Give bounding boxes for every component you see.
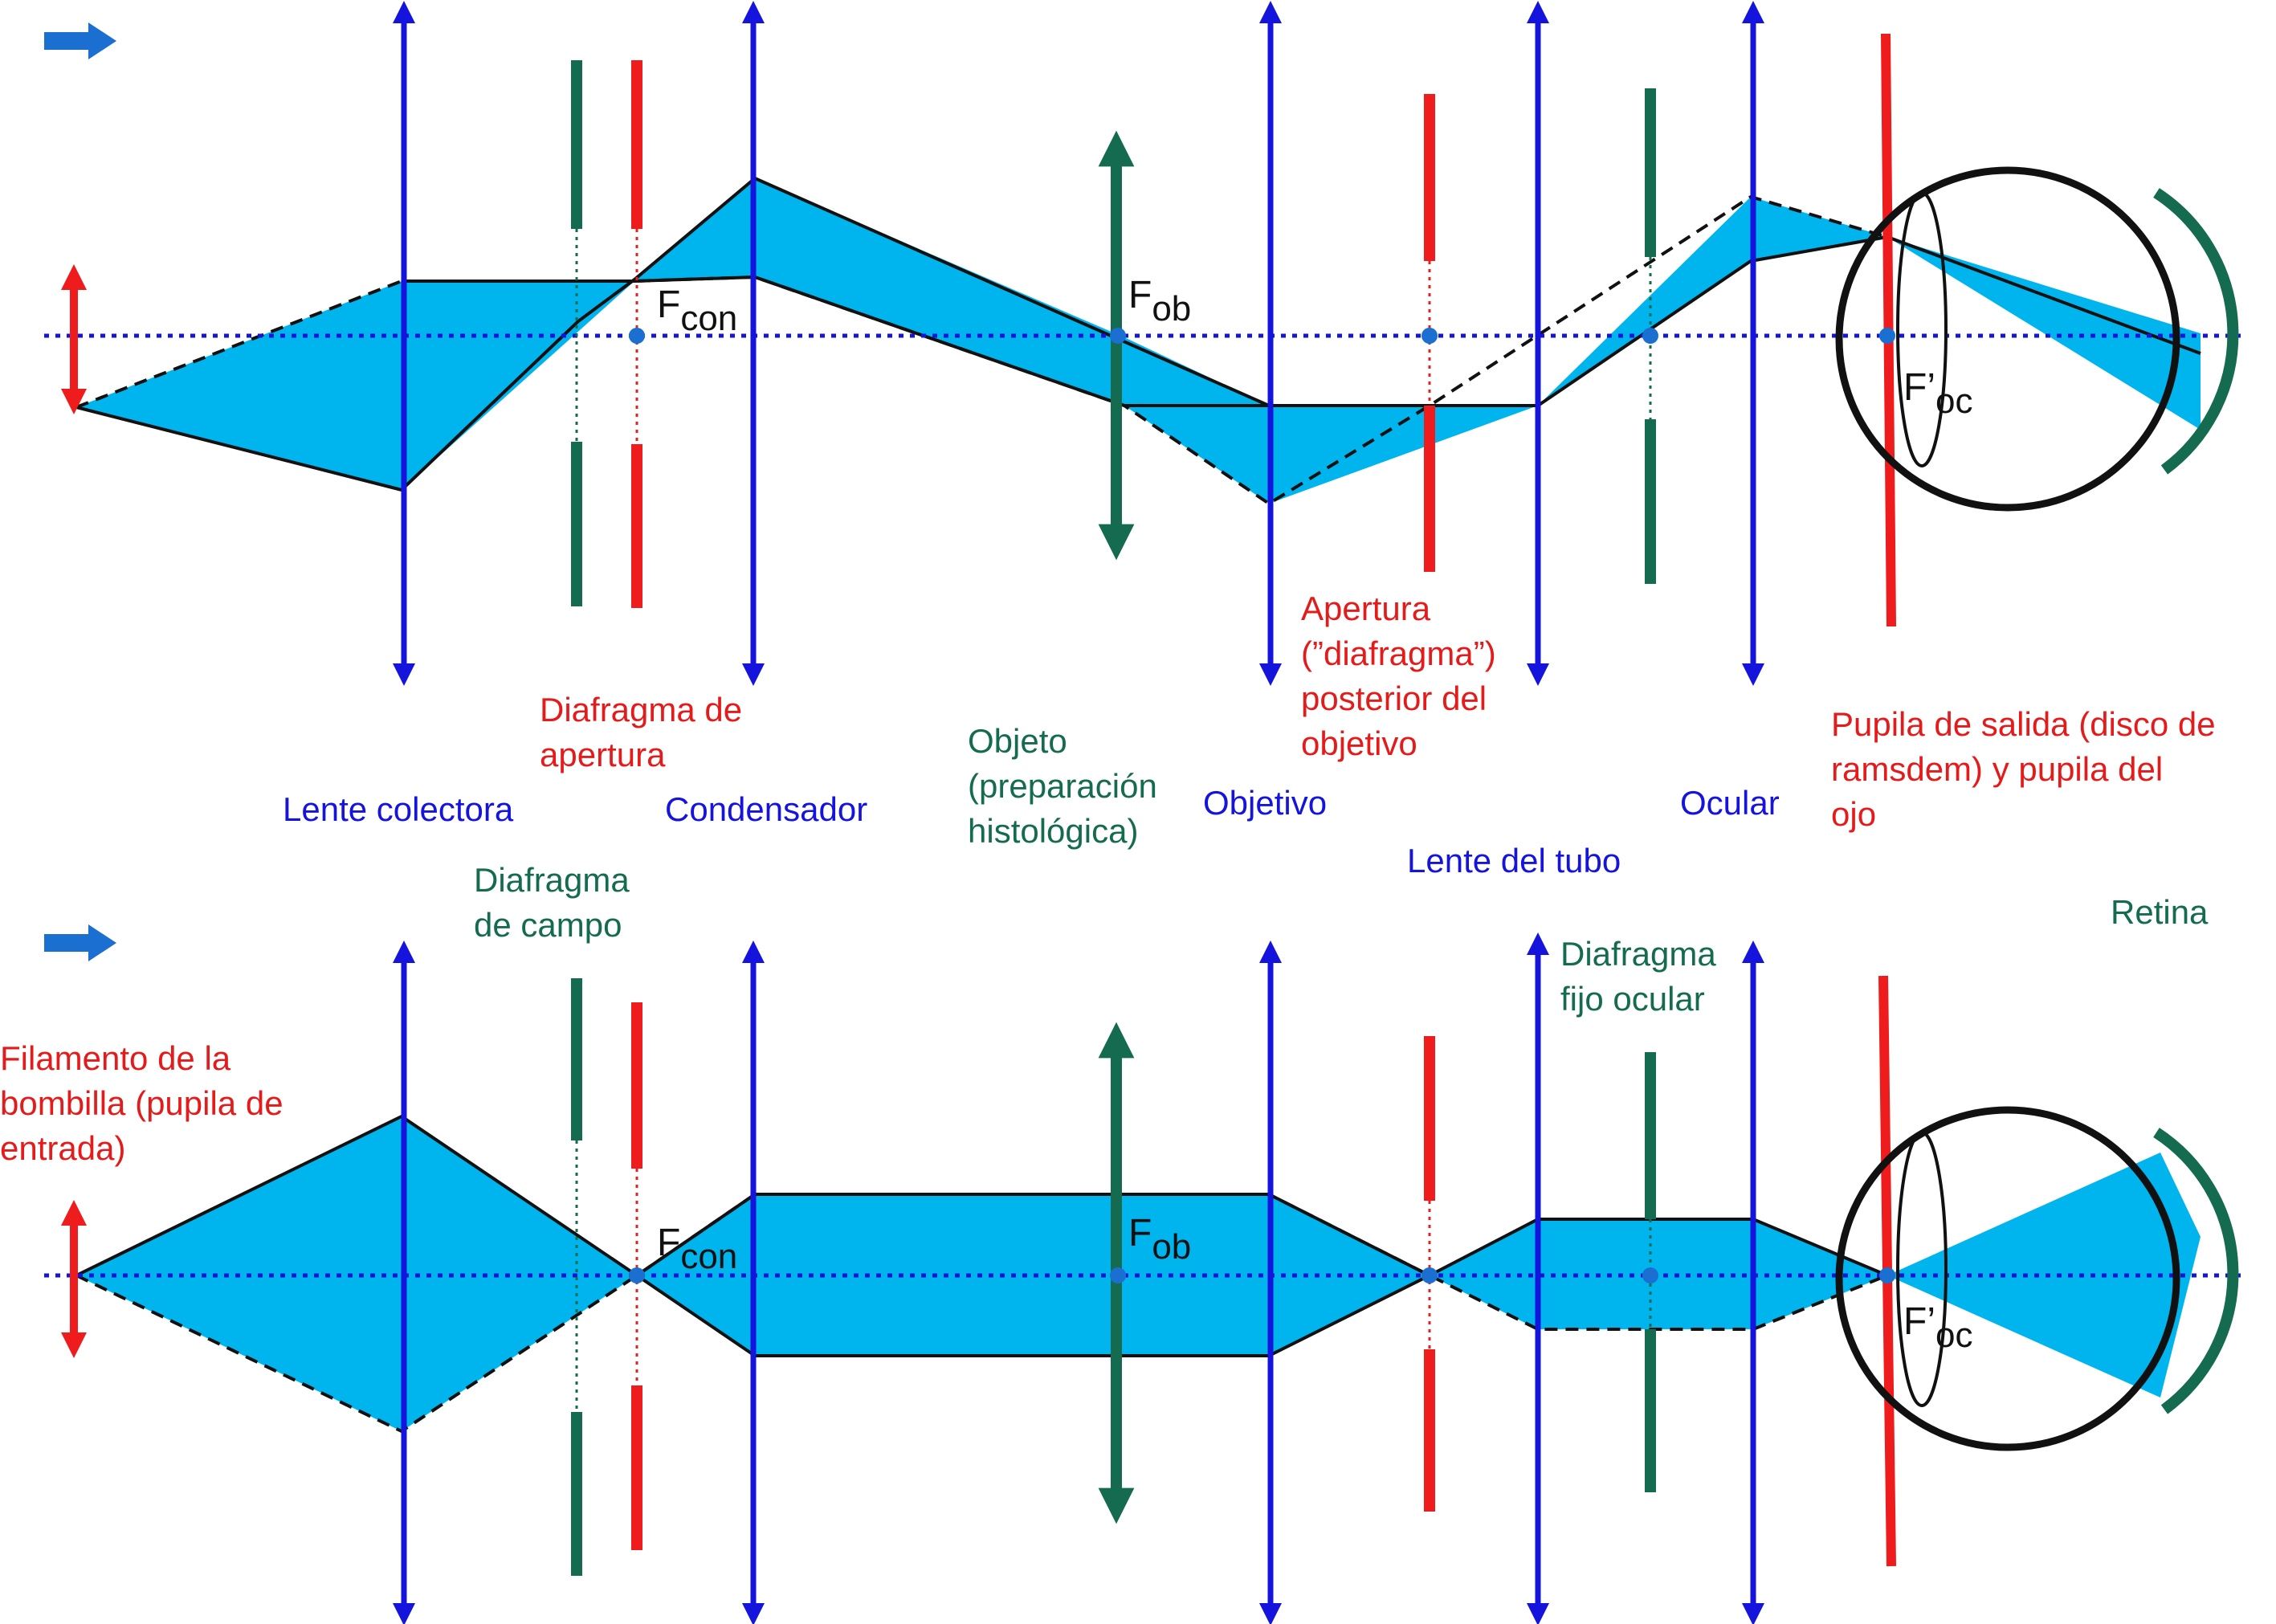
focal-label-fob-top: Fob: [1128, 274, 1192, 328]
top-panel: [44, 0, 2241, 686]
label-retina: Retina: [2111, 893, 2209, 931]
eye-globe-top: [1835, 166, 2180, 512]
focal-label-foc-bottom: F’oc: [1903, 1300, 1973, 1355]
focus-point-ob-top: [1110, 328, 1126, 344]
beam-edge-solid-top: [75, 176, 2201, 492]
focus-point-ap-top: [1421, 328, 1438, 344]
focus-point-ap-bottom: [1421, 1267, 1438, 1283]
focal-label-fcon-top: Fcon: [657, 284, 738, 338]
focus-point-oc-diaphragm-top: [1642, 328, 1658, 344]
right-arrow-icon: [44, 22, 116, 59]
retina-top: [2153, 188, 2239, 475]
retina-bottom: [2153, 1128, 2239, 1414]
right-arrow-icon: [44, 924, 116, 961]
focus-point-eye-bottom: [1879, 1267, 1895, 1283]
focus-point-oc-diaphragm-bottom: [1642, 1267, 1658, 1283]
eye-lens-top: [1896, 191, 1948, 467]
label-condensador: Condensador: [665, 790, 868, 828]
bottom-panel: [44, 924, 2241, 1624]
label-objetivo: Objetivo: [1203, 784, 1328, 822]
label-diafragma-apertura: Diafragma de apertura: [540, 691, 743, 773]
focus-point-eye-top: [1879, 328, 1895, 344]
label-ocular: Ocular: [1680, 784, 1780, 822]
label-objeto: Objeto (preparación histológica): [968, 722, 1157, 850]
label-filamento: Filamento de la bombilla (pupila de entr…: [0, 1039, 283, 1167]
focal-label-fob-bottom: Fob: [1128, 1212, 1192, 1267]
eye-globe-bottom: [1835, 1106, 2180, 1451]
label-diafragma-campo: Diafragma de campo: [474, 861, 630, 944]
label-pupila-salida: Pupila de salida (disco de ramsdem) y pu…: [1831, 705, 2216, 833]
focus-point-ob-bottom: [1110, 1267, 1126, 1283]
focus-point-con-bottom: [629, 1267, 645, 1283]
label-lente-del-tubo: Lente del tubo: [1407, 842, 1621, 879]
focus-point-con-top: [629, 328, 645, 344]
light-beam-top: [76, 178, 2201, 504]
label-diafragma-fijo: Diafragma fijo ocular: [1560, 935, 1716, 1018]
eye-lens-bottom: [1896, 1131, 1948, 1407]
label-lente-colectora: Lente colectora: [283, 790, 514, 828]
focal-label-foc-top: F’oc: [1903, 366, 1973, 421]
focal-label-fcon-bottom: Fcon: [657, 1222, 738, 1276]
label-apertura-posterior: Apertura (”diafragma”) posterior del obj…: [1301, 590, 1496, 762]
